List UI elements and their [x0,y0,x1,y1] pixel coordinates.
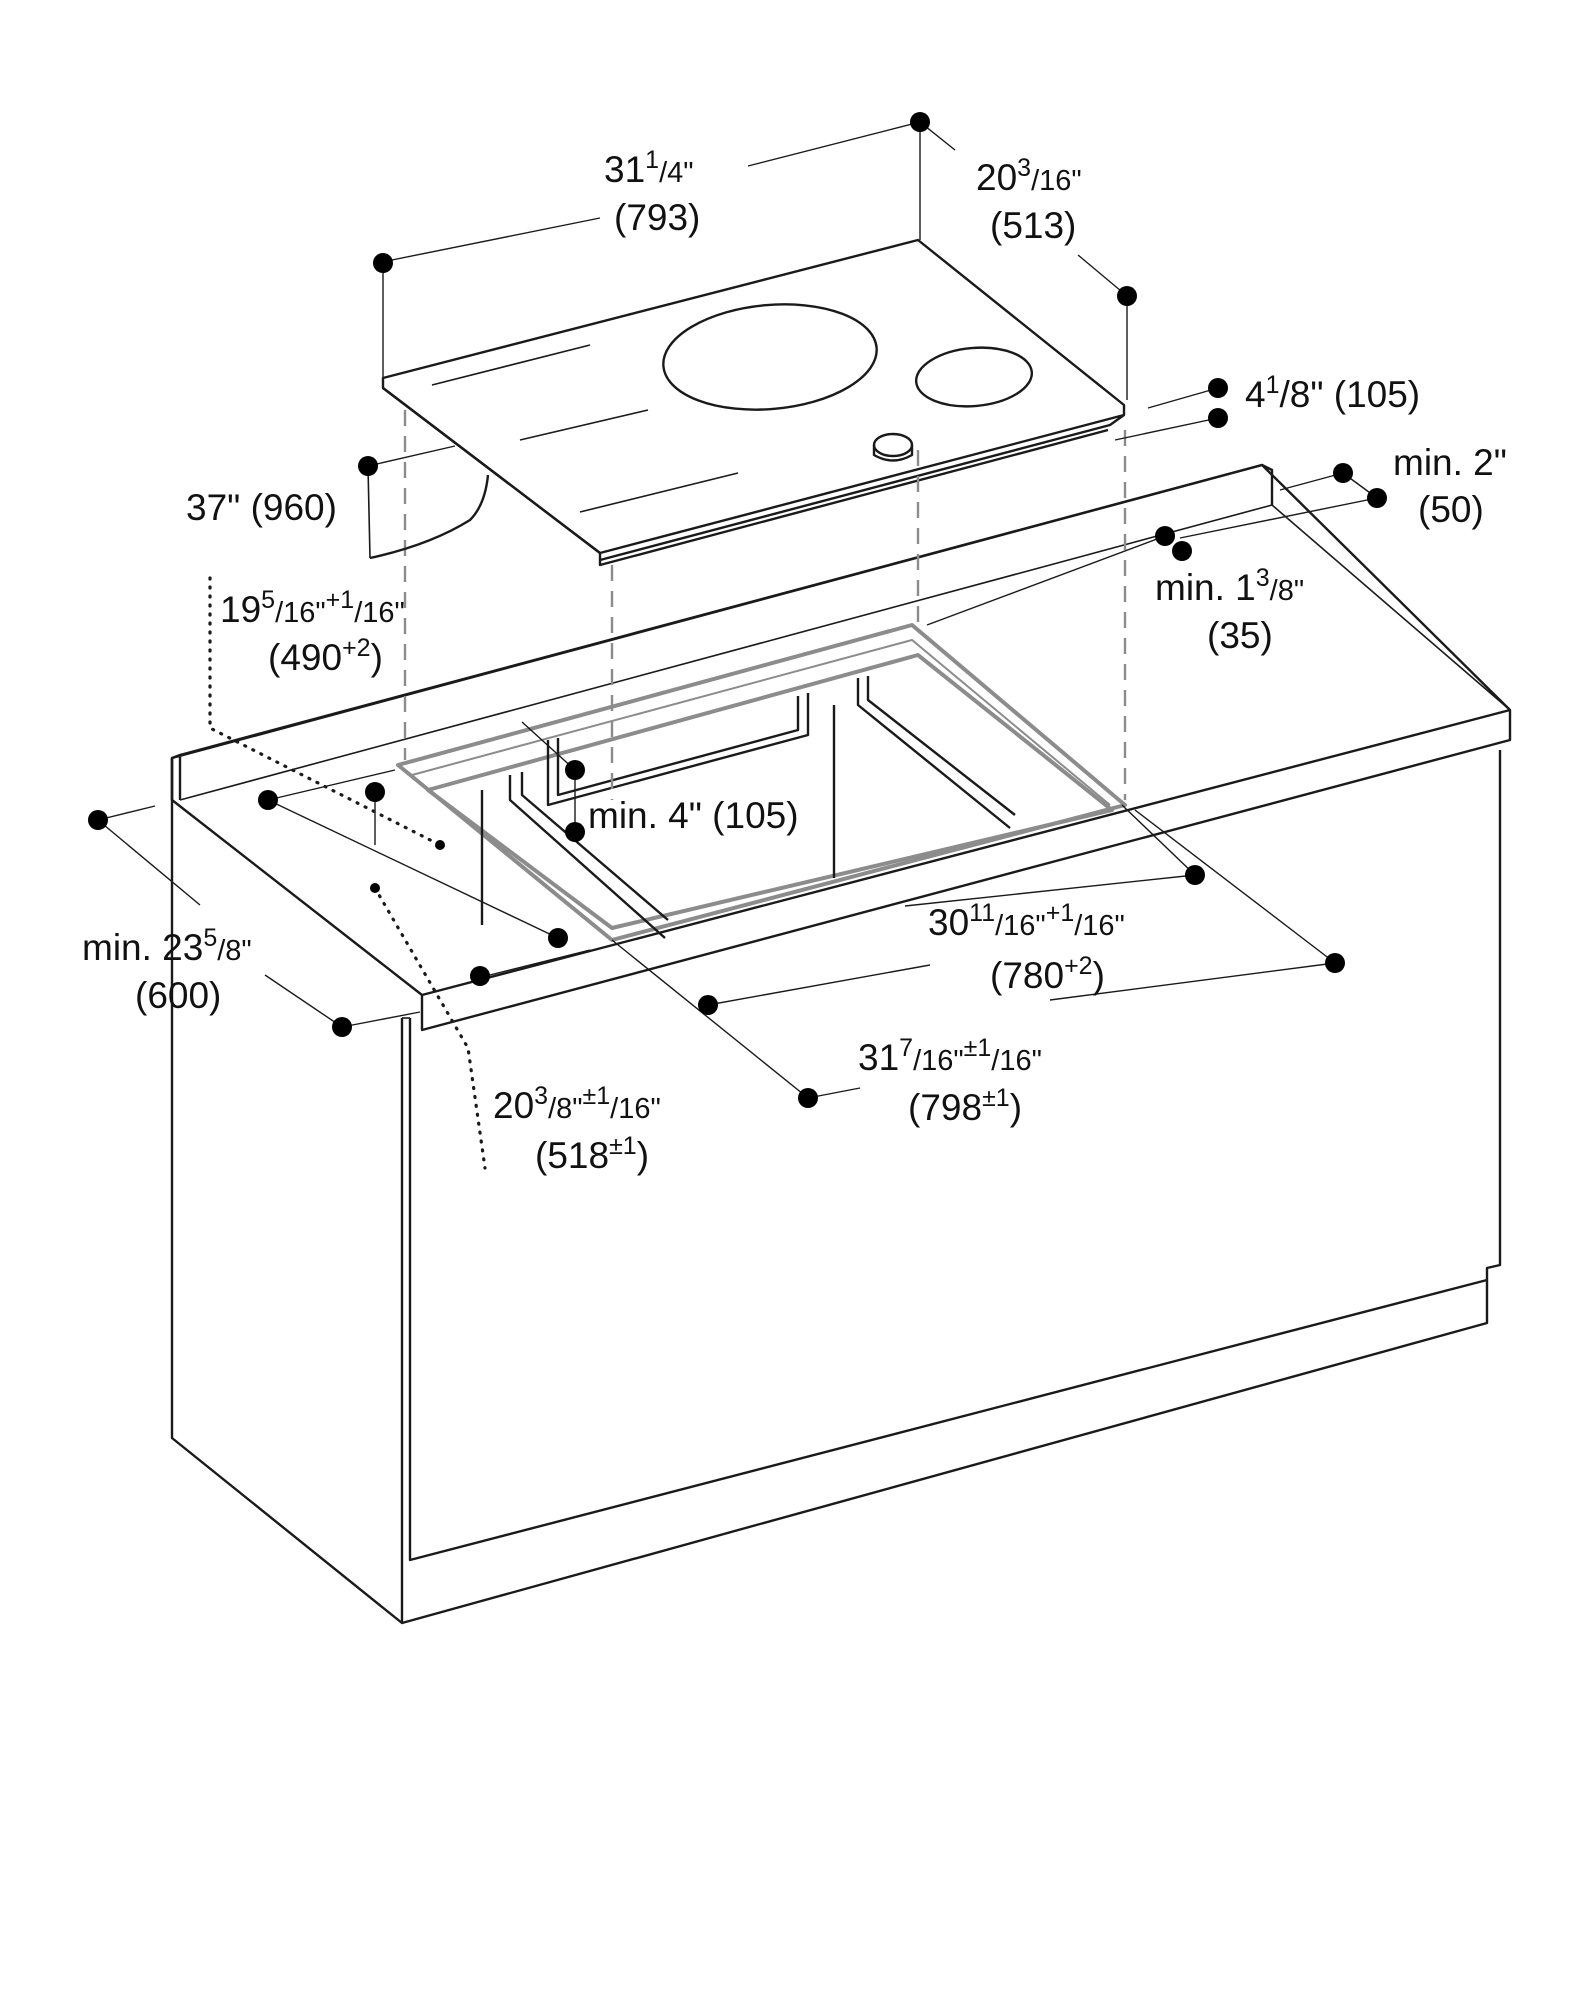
label-cut-depth-upper-mm: (490+2) [268,634,383,678]
dim-dot [1185,865,1205,885]
cabinet [170,750,1502,1625]
dim-dot [88,810,108,830]
label-wall-height: 37" (960) [186,487,337,528]
dim-dot [435,840,445,850]
countertop [170,463,1512,1032]
label-min-back: min. 2" [1393,442,1507,483]
label-hob-height: 41/8" (105) [1245,371,1420,415]
label-hob-depth-mm: (513) [990,205,1076,246]
label-hob-width-mm: (793) [614,197,700,238]
dim-dot [1208,378,1228,398]
dim-dot [470,966,490,986]
dim-dot [798,1088,818,1108]
dim-dot [565,760,585,780]
dim-dot [698,995,718,1015]
dim-dot [1172,541,1192,561]
dim-dot [1367,488,1387,508]
label-cut-depth-lower-mm: (518±1) [535,1132,649,1176]
label-min-front-mm: (35) [1207,615,1273,656]
dim-dot [258,790,278,810]
dim-dot [910,112,930,132]
label-cut-depth-upper: 195/16"+1/16" [220,586,405,630]
dim-dot [373,253,393,273]
dim-dot [1208,408,1228,428]
wall-profile [367,465,490,560]
dimension-labels: 311/4" (793) 203/16" (513) 41/8" (105) m… [82,146,1507,1176]
label-cut-width: 3011/16"+1/16" [928,899,1125,943]
cutout [396,623,1127,942]
cooktop [381,238,1126,567]
label-hob-depth: 203/16" [976,154,1082,198]
label-min-back-mm: (50) [1418,489,1484,530]
label-min-front: min. 13/8" [1155,564,1304,608]
label-outer-width: 317/16"±1/16" [858,1034,1042,1078]
label-cut-width-mm: (780+2) [990,952,1105,996]
dimension-lines [97,121,1378,1099]
dim-dot [1333,463,1353,483]
dim-dot [365,782,385,802]
dim-dot [1155,526,1175,546]
label-counter-depth-mm: (600) [135,975,221,1016]
label-outer-width-mm: (798±1) [908,1084,1022,1128]
label-counter-depth: min. 235/8" [82,924,252,968]
dim-dot [370,883,380,893]
label-min-side: min. 4" (105) [588,795,799,836]
large-zone [662,303,878,411]
dim-dot [548,928,568,948]
dim-dot [565,822,585,842]
dimension-dots [88,112,1387,1108]
small-zone [914,346,1034,408]
control-knob [872,432,914,458]
dim-dot [358,456,378,476]
dim-dot [1117,286,1137,306]
label-hob-width: 311/4" [604,146,694,190]
dim-dot [332,1017,352,1037]
dotted-lines [208,576,487,1170]
label-cut-depth-lower: 203/8"±1/16" [493,1082,661,1126]
projection-lines [403,410,1127,800]
dim-dot [1325,953,1345,973]
